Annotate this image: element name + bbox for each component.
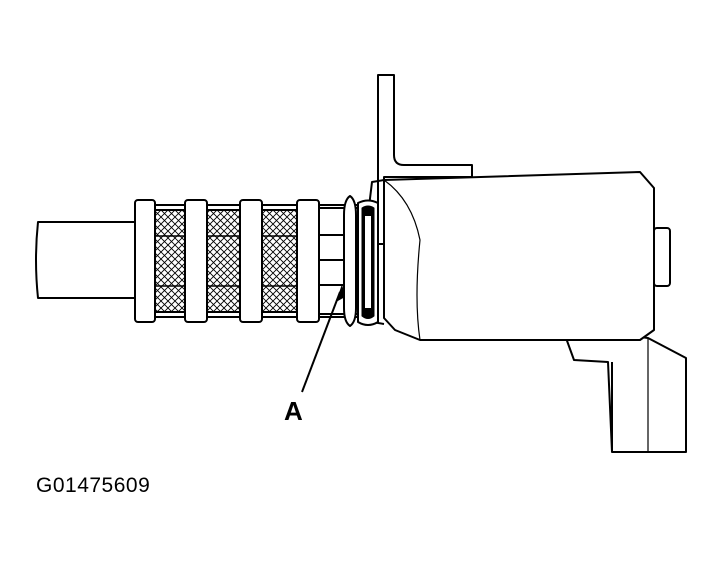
callout-a-leader <box>301 284 345 393</box>
electrical-connector <box>561 326 687 453</box>
figure-code: G01475609 <box>36 474 151 497</box>
filter-screen <box>261 209 298 313</box>
spool-valve <box>134 199 364 323</box>
spool-tip <box>35 221 136 299</box>
filter-screen <box>206 209 241 313</box>
filter-screen <box>154 209 186 313</box>
o-ring <box>343 195 379 327</box>
callout-label-a: A <box>284 396 303 426</box>
end-cap <box>653 227 671 287</box>
solenoid-body <box>367 171 655 341</box>
